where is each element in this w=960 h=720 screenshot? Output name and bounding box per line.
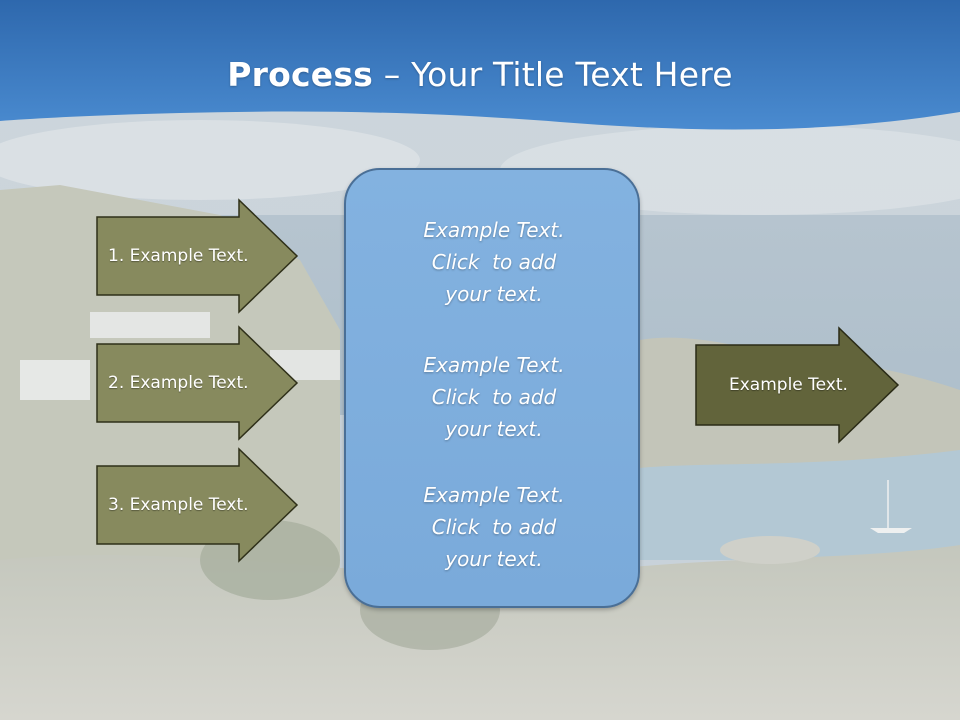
- page-title: Process – Your Title Text Here: [0, 52, 960, 98]
- center-line: Click to add: [431, 515, 557, 539]
- arrow-shape: [695, 326, 900, 444]
- step-label: 3. Example Text.: [108, 495, 249, 515]
- step-label: 1. Example Text.: [108, 246, 249, 266]
- arrow-shape: [96, 198, 299, 314]
- title-rest: – Your Title Text Here: [373, 55, 733, 94]
- center-text-box[interactable]: Example Text. Click to add your text. Ex…: [344, 168, 640, 608]
- step-arrow-1[interactable]: 1. Example Text.: [96, 198, 299, 314]
- center-line: Example Text.: [423, 353, 565, 377]
- center-text-block-2: Example Text. Click to add your text.: [346, 349, 642, 445]
- center-line: Click to add: [431, 250, 557, 274]
- center-line: your text.: [445, 417, 543, 441]
- output-arrow[interactable]: Example Text.: [695, 326, 900, 444]
- step-label: 2. Example Text.: [108, 373, 249, 393]
- title-band: [0, 0, 960, 130]
- step-arrow-2[interactable]: 2. Example Text.: [96, 325, 299, 441]
- center-text-block-1: Example Text. Click to add your text.: [346, 214, 642, 310]
- arrow-shape: [96, 447, 299, 563]
- center-line: Example Text.: [423, 218, 565, 242]
- center-line: Example Text.: [423, 483, 565, 507]
- step-arrow-3[interactable]: 3. Example Text.: [96, 447, 299, 563]
- center-text-block-3: Example Text. Click to add your text.: [346, 479, 642, 575]
- arrow-shape: [96, 325, 299, 441]
- center-line: your text.: [445, 547, 543, 571]
- output-label: Example Text.: [729, 375, 848, 395]
- center-line: your text.: [445, 282, 543, 306]
- title-strong: Process: [227, 55, 374, 94]
- center-line: Click to add: [431, 385, 557, 409]
